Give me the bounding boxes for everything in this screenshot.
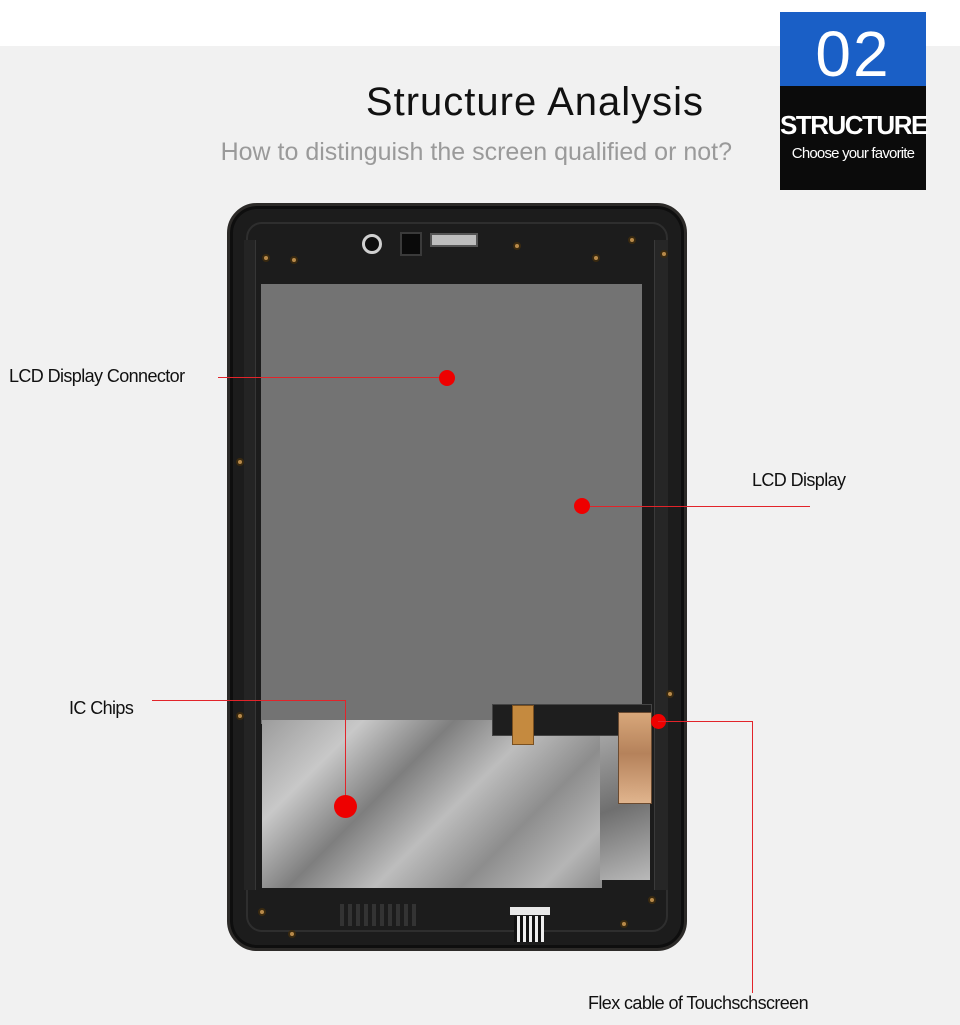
callout-dot-ic-chips	[334, 795, 357, 818]
screw-icon	[620, 920, 628, 928]
sensor-icon	[400, 232, 422, 256]
flex-connector-copper	[512, 705, 534, 745]
section-badge: 02 STRUCTURE Choose your favorite	[780, 12, 928, 190]
screw-icon	[666, 690, 674, 698]
callout-dot-lcd-display-connector	[439, 370, 455, 386]
top-connector	[430, 233, 478, 247]
screw-icon	[288, 930, 296, 938]
callout-line-ic-chips-vertical	[345, 700, 346, 806]
frame-rail-right	[654, 240, 668, 890]
page-title: Structure Analysis	[365, 80, 705, 124]
screw-icon	[262, 254, 270, 262]
foil-shield	[262, 720, 602, 888]
badge-caption: STRUCTURE Choose your favorite	[780, 86, 928, 190]
badge-word: STRUCTURE	[780, 110, 928, 140]
callout-label-lcd-display: LCD Display	[752, 470, 846, 490]
screw-icon	[290, 256, 298, 264]
callout-label-flex-cable: Flex cable of Touchschscreen	[588, 993, 809, 1013]
speaker-grille	[340, 904, 420, 926]
screw-icon	[513, 242, 521, 250]
screw-icon	[236, 712, 244, 720]
callout-label-lcd-display-connector: LCD Display Connector	[9, 366, 185, 386]
callout-line-ic-chips-horizontal	[152, 700, 346, 701]
callout-line-lcd-display	[582, 506, 810, 507]
callout-line-flex-cable-vertical	[752, 721, 753, 993]
callout-line-flex-cable-horizontal	[658, 721, 753, 722]
screw-icon	[628, 236, 636, 244]
frame-rail-left	[244, 240, 256, 890]
callout-label-ic-chips: IC Chips	[69, 698, 134, 718]
flex-cable-pad	[618, 712, 652, 804]
badge-number: 02	[780, 12, 926, 90]
screw-icon	[592, 254, 600, 262]
badge-tagline: Choose your favorite	[791, 145, 915, 162]
qr-code-sticker	[514, 916, 544, 942]
screw-icon	[236, 458, 244, 466]
screw-icon	[660, 250, 668, 258]
sticker-label	[510, 907, 550, 915]
screw-icon	[648, 896, 656, 904]
front-camera-icon	[362, 234, 382, 254]
callout-line-lcd-display-connector	[218, 377, 446, 378]
page-subtitle: How to distinguish the screen qualified …	[220, 138, 732, 166]
screw-icon	[258, 908, 266, 916]
callout-dot-lcd-display	[574, 498, 590, 514]
